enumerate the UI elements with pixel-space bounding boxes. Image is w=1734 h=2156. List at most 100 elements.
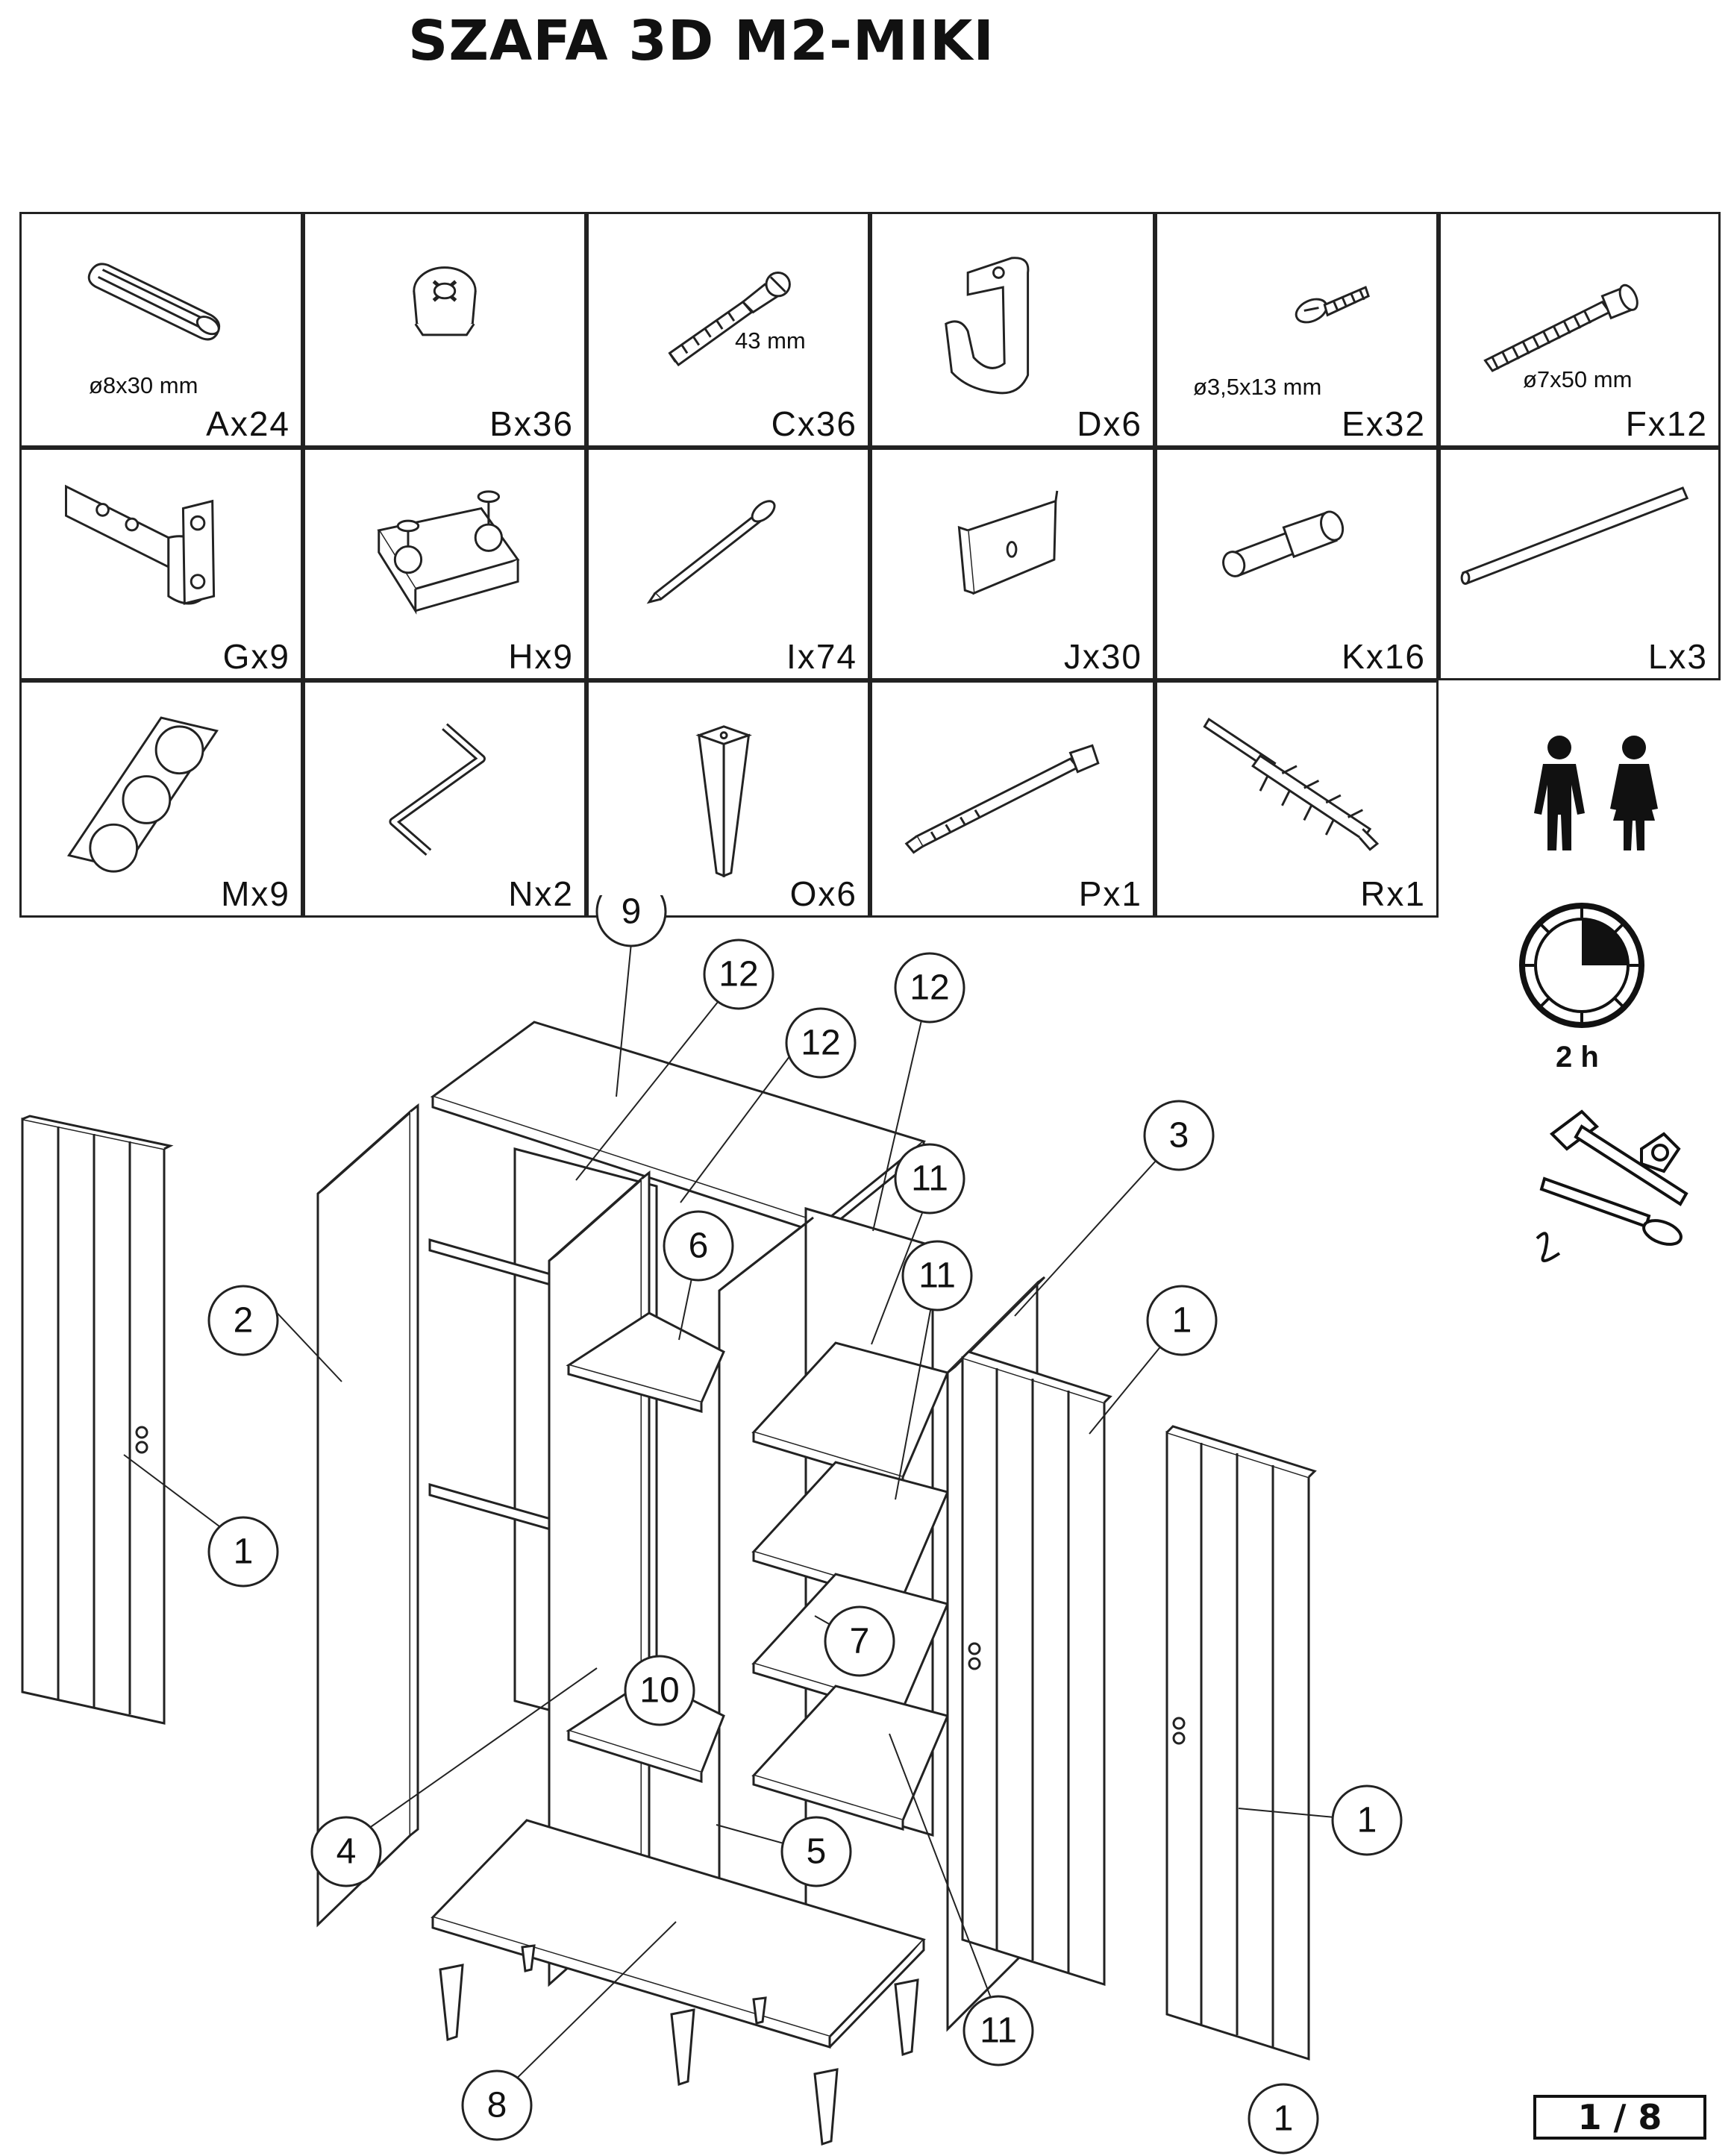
callout-12: 12 — [703, 938, 774, 1010]
callout-8: 8 — [461, 2069, 533, 2141]
hardware-label: Jx30 — [1063, 637, 1142, 676]
wooden-dowel-icon — [87, 263, 221, 341]
callout-label: 1 — [234, 1532, 254, 1572]
hardware-dim: 43 mm — [735, 328, 806, 354]
info-icons — [1519, 736, 1688, 1262]
hardware-cell-o: Ox6 — [586, 680, 870, 918]
hardware-label: Ox6 — [789, 874, 857, 913]
hardware-label: Cx36 — [771, 404, 857, 443]
callout-label: 12 — [719, 955, 758, 994]
legs — [439, 1944, 919, 2146]
callout-9: 9 — [595, 895, 667, 947]
hardware-cell-a: ø8x30 mm Ax24 — [19, 212, 303, 448]
door-right — [1165, 1425, 1317, 2061]
hardware-cell-k: Kx16 — [1155, 448, 1439, 680]
hardware-label: Ax24 — [206, 404, 290, 443]
callout-label: 1 — [1172, 1301, 1192, 1341]
callout-label: 2 — [234, 1301, 254, 1341]
hardware-cell-l: Lx3 — [1439, 448, 1721, 680]
hardware-cell-i: Ix74 — [586, 448, 870, 680]
callout-label: 11 — [911, 1159, 948, 1199]
assembly-time: 2 h — [1556, 1041, 1599, 1074]
hardware-label: Hx9 — [508, 637, 574, 676]
screw-icon — [1295, 286, 1370, 324]
hardware-label: Kx16 — [1342, 637, 1426, 676]
allen-key-icon — [389, 723, 486, 856]
hardware-label: Px1 — [1078, 874, 1142, 913]
tools-icon — [1536, 1109, 1688, 1262]
callout-label: 6 — [689, 1226, 709, 1266]
page-number: 1 / 8 — [1533, 2095, 1706, 2140]
hardware-label: Fx12 — [1625, 404, 1708, 443]
callout-label: 3 — [1169, 1116, 1189, 1156]
hardware-label: Gx9 — [222, 637, 290, 676]
hardware-dim: ø3,5x13 mm — [1193, 374, 1322, 400]
hardware-label: Lx3 — [1647, 637, 1708, 676]
wall-plug-icon — [1203, 717, 1380, 851]
hinge-plate-icon — [377, 490, 520, 615]
side-panel-left — [316, 1103, 419, 1928]
callout-label: 7 — [850, 1622, 870, 1661]
shelf-pin-icon — [1222, 510, 1345, 577]
callout-1: 1 — [1146, 1285, 1218, 1356]
callout-label: 5 — [807, 1832, 827, 1872]
cam-lock-icon — [413, 266, 477, 336]
hardware-label: Dx6 — [1077, 404, 1142, 443]
callout-6: 6 — [663, 1210, 734, 1282]
cover-caps-icon — [66, 716, 219, 873]
hardware-cell-d: Dx6 — [870, 212, 1155, 448]
hardware-cell-g: Gx9 — [19, 448, 303, 680]
shelf-6 — [566, 1312, 725, 1404]
door-middle — [961, 1350, 1112, 1987]
hardware-label: Bx36 — [489, 404, 574, 443]
callout-1: 1 — [1331, 1784, 1403, 1856]
hardware-cell-e: ø3,5x13 mm Ex32 — [1155, 212, 1439, 448]
nail-icon — [646, 500, 776, 604]
hardware-cell-b: Bx36 — [303, 212, 586, 448]
hardware-label: Ex32 — [1342, 404, 1426, 443]
hardware-label: Nx2 — [508, 874, 574, 913]
anti-tip-strap-icon — [904, 744, 1100, 854]
callout-4: 4 — [310, 1816, 382, 1887]
callout-12: 12 — [785, 1007, 857, 1079]
callout-7: 7 — [824, 1605, 895, 1677]
callout-12: 12 — [894, 952, 965, 1024]
callout-label: 12 — [910, 968, 949, 1008]
page-title: SZAFA 3D M2-MIKI — [408, 9, 995, 73]
two-persons-icon — [1534, 736, 1658, 850]
hardware-dim: ø7x50 mm — [1523, 366, 1633, 392]
hardware-cell-n: Nx2 — [303, 680, 586, 918]
door-left — [21, 1115, 174, 1725]
callout-1: 1 — [207, 1516, 279, 1588]
hinge-icon — [65, 484, 216, 605]
callout-11: 11 — [963, 1995, 1034, 2066]
callout-11: 11 — [894, 1143, 965, 1215]
hardware-cell-j: Jx30 — [870, 448, 1155, 680]
bracket-icon — [957, 490, 1059, 595]
hardware-label: Mx9 — [221, 874, 290, 913]
callout-label: 11 — [918, 1256, 956, 1296]
hardware-cell-p: Px1 — [870, 680, 1155, 918]
hardware-cell-h: Hx9 — [303, 448, 586, 680]
callout-1: 1 — [1248, 2083, 1319, 2155]
callout-5: 5 — [780, 1816, 852, 1887]
callout-label: 12 — [801, 1024, 840, 1063]
callout-2: 2 — [207, 1285, 279, 1356]
callout-label: 8 — [487, 2086, 507, 2125]
cam-bolt-icon — [668, 272, 791, 367]
callout-11: 11 — [901, 1240, 973, 1312]
callout-label: 11 — [980, 2011, 1017, 2051]
callout-label: 1 — [1357, 1801, 1377, 1840]
hardware-label: Rx1 — [1360, 874, 1426, 913]
confirmat-screw-icon — [1483, 283, 1638, 372]
hardware-table: ø8x30 mm Ax24 Bx36 43 mm Cx36 — [19, 212, 1721, 918]
hardware-dim: ø8x30 mm — [89, 372, 198, 398]
callout-label: 9 — [622, 895, 642, 932]
rail-holder-icon — [945, 257, 1030, 395]
callout-label: 1 — [1274, 2099, 1294, 2139]
callout-label: 4 — [337, 1832, 357, 1872]
hanging-rail-icon — [1460, 486, 1689, 585]
callout-label: 10 — [639, 1671, 679, 1711]
